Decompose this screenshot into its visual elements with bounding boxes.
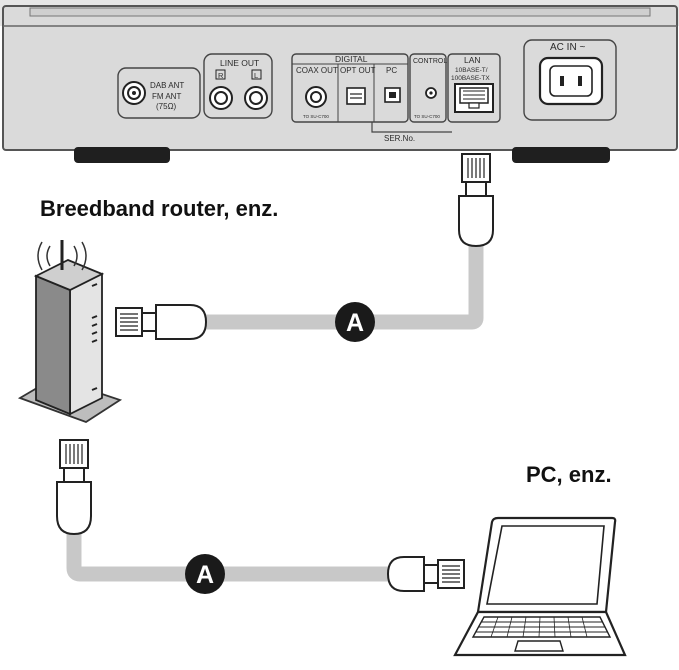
- cable-marker-a-bottom-text: A: [196, 561, 214, 589]
- device-foot-left: [74, 147, 170, 163]
- router: [17, 240, 123, 423]
- ac-in-label: AC IN ~: [550, 42, 585, 53]
- ac-in-group-box: [523, 39, 617, 121]
- rj45-plug-pc: [386, 556, 465, 592]
- lan-cable-router-pc: [66, 532, 392, 582]
- rj45-plug-device: [458, 153, 494, 248]
- line-out-l-label: L: [254, 71, 258, 80]
- router-front: [35, 274, 71, 416]
- router-side: [69, 272, 103, 416]
- digital-label: DIGITAL: [335, 54, 368, 64]
- cable-marker-a-top-text: A: [346, 309, 364, 337]
- opt-out-label: OPT OUT: [340, 66, 376, 75]
- lan-label: LAN: [464, 55, 481, 65]
- device-top-lip: [29, 7, 651, 17]
- line-out-r-label: R: [218, 71, 224, 80]
- control-to-su-label: TO SU-C700: [414, 114, 440, 119]
- router-caption: Breedband router, enz.: [40, 196, 279, 221]
- wifi-wave-right-icon: [73, 245, 78, 267]
- laptop-trackpad: [514, 640, 564, 652]
- rj45-plug-router-bottom: [56, 439, 92, 536]
- fm-ant-label: FM ANT: [152, 92, 181, 101]
- optical-port: [346, 87, 366, 105]
- lan-spec-line2: 100BASE-TX: [451, 75, 490, 82]
- control-group-box: [409, 53, 447, 123]
- laptop: [453, 516, 627, 657]
- rj45-plug-router-top: [115, 304, 208, 340]
- control-label: CONTROL: [413, 58, 447, 65]
- device-foot-right: [512, 147, 610, 163]
- fm-ohm-label: (75Ω): [156, 102, 177, 111]
- device-rear-panel: [2, 5, 678, 151]
- serial-number-label: SER.No.: [384, 134, 415, 143]
- lan-cable-device-router: [205, 242, 484, 330]
- audio-device: DAB ANT FM ANT (75Ω) LINE OUT R L DIGITA…: [0, 0, 679, 163]
- router-top: [33, 259, 105, 291]
- lan-group-box: [447, 53, 501, 123]
- lan-spec-line1: 10BASE-T/: [455, 67, 488, 74]
- wifi-wave-left-icon: [46, 245, 51, 267]
- digital-group-box: [291, 53, 409, 123]
- antenna-group-box: [117, 67, 201, 119]
- cable-marker-a-top: A: [335, 302, 375, 342]
- dab-ant-label: DAB ANT: [150, 81, 184, 90]
- coax-to-su-label: TO SU-C700: [303, 114, 329, 119]
- coax-out-label: COAX OUT: [296, 66, 338, 75]
- cable-marker-a-bottom: A: [185, 554, 225, 594]
- pc-caption: PC, enz.: [526, 462, 612, 487]
- line-out-label: LINE OUT: [220, 58, 259, 68]
- line-out-group-box: [203, 53, 273, 119]
- pc-port-label: PC: [386, 66, 397, 75]
